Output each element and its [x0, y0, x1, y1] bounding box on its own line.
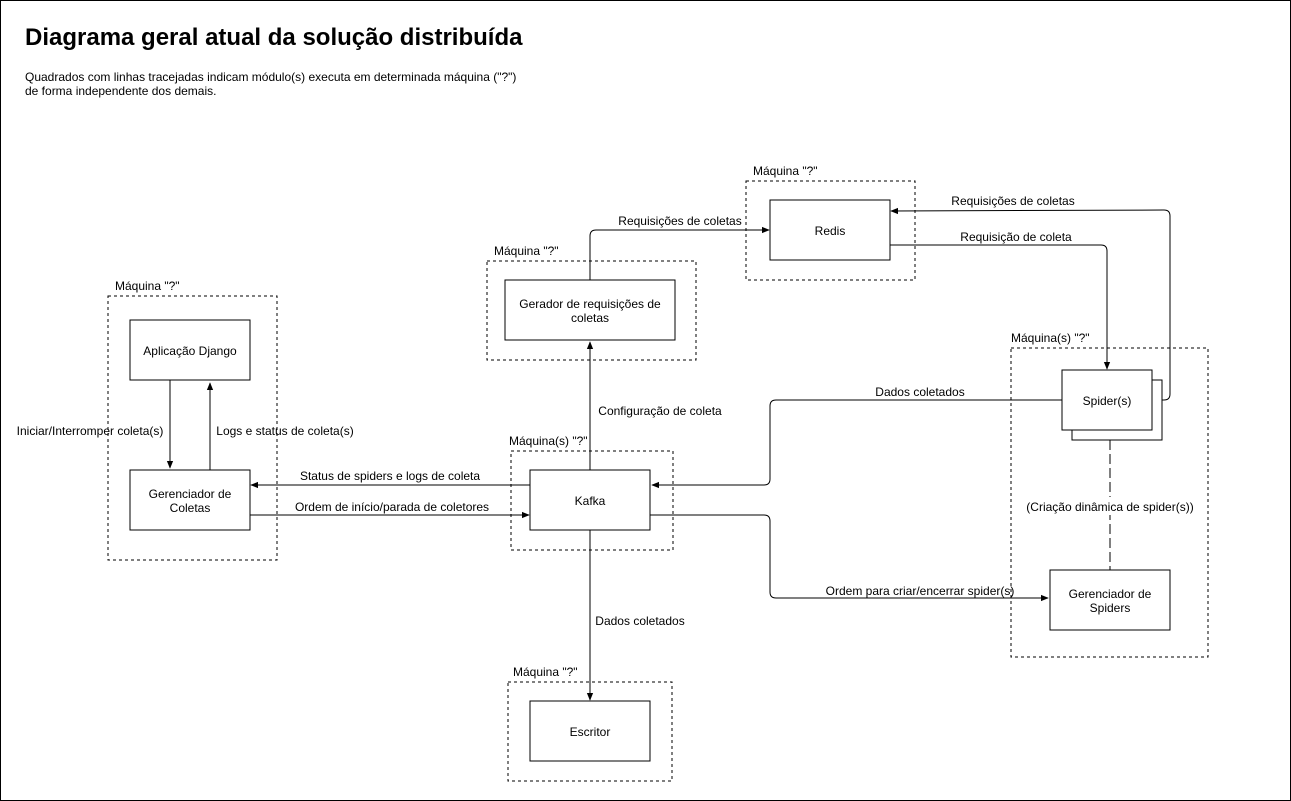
- spider-manager-box: [1049, 569, 1171, 631]
- label-collection-config: Configuração de coleta: [598, 404, 722, 418]
- django-app-label: Aplicação Django: [143, 344, 237, 358]
- kafka-machine-label: Máquina(s) "?": [509, 434, 588, 448]
- spiders-label: Spider(s): [1083, 394, 1132, 408]
- label-request-to-spider: Requisição de coleta: [960, 230, 1072, 244]
- edge-requests-to-redis: [589, 226, 770, 280]
- request-generator-box: [504, 279, 676, 341]
- generator-machine-label: Máquina "?": [494, 244, 559, 258]
- redis-box: [769, 199, 891, 261]
- label-start-stop-collection: Iniciar/Interromper coleta(s): [17, 424, 164, 438]
- label-dynamic-creation-bg: [1022, 497, 1198, 515]
- edge-requests-from-spiders: [890, 207, 1171, 401]
- label-collected-to-kafka: Dados coletados: [875, 385, 964, 399]
- django-machine-zone: [107, 295, 278, 561]
- writer-machine-zone: [507, 681, 673, 782]
- redis-label: Redis: [815, 224, 846, 238]
- django-machine-label: Máquina "?": [115, 279, 180, 293]
- page-title: Diagrama geral atual da solução distribu…: [25, 24, 523, 51]
- subtitle-line-1: Quadrados com linhas tracejadas indicam …: [25, 70, 517, 84]
- generator-machine-zone: [486, 260, 697, 361]
- label-logs-status: Logs e status de coleta(s): [216, 424, 353, 438]
- redis-machine-label: Máquina "?": [753, 164, 818, 178]
- spider-machine-label: Máquina(s) "?": [1011, 331, 1090, 345]
- kafka-box: [529, 469, 651, 531]
- writer-label: Escritor: [570, 725, 611, 739]
- label-requests-to-redis: Requisições de coletas: [618, 214, 741, 228]
- label-start-stop-order: Ordem de início/parada de coletores: [295, 500, 489, 514]
- label-spider-create-order: Ordem para criar/encerrar spider(s): [826, 584, 1015, 598]
- writer-box: [529, 700, 651, 762]
- edge-spider-create-order: [650, 514, 1049, 602]
- edge-request-to-spider: [890, 244, 1111, 370]
- spider-manager-label-line1: Gerenciador de: [1069, 587, 1152, 601]
- collection-manager-label-line1: Gerenciador de: [149, 487, 232, 501]
- label-spider-status-logs: Status de spiders e logs de coleta: [300, 469, 480, 483]
- collection-manager-box: [129, 469, 251, 531]
- collection-manager-label-line2: Coletas: [170, 501, 211, 515]
- kafka-label: Kafka: [575, 494, 606, 508]
- kafka-machine-zone: [510, 450, 674, 551]
- label-collected-to-writer: Dados coletados: [595, 614, 684, 628]
- django-app-box: [129, 319, 251, 381]
- spider-manager-label-line2: Spiders: [1090, 601, 1131, 615]
- spiders-box: [1061, 369, 1153, 431]
- edge-collected-to-kafka: [651, 399, 1062, 489]
- request-generator-label-line1: Gerador de requisições de: [519, 297, 661, 311]
- writer-machine-label: Máquina "?": [513, 665, 578, 679]
- label-dynamic-spider-creation: (Criação dinâmica de spider(s)): [1026, 500, 1193, 514]
- subtitle-line-2: de forma independente dos demais.: [25, 84, 217, 98]
- spider-machine-zone: [1010, 347, 1209, 658]
- label-requests-from-spiders: Requisições de coletas: [951, 194, 1074, 208]
- request-generator-label-line2: coletas: [571, 311, 609, 325]
